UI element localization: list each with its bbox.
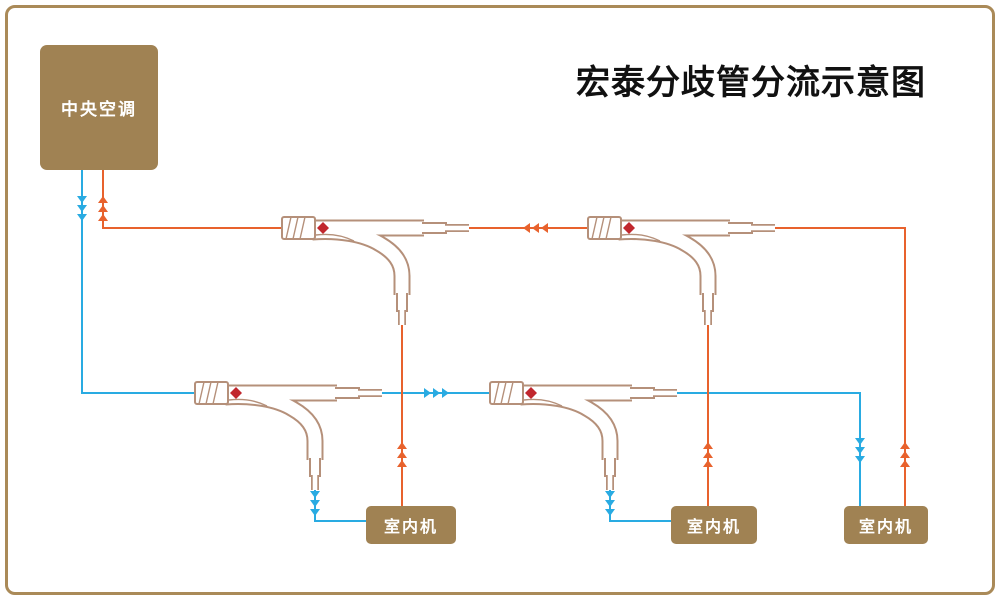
flow-arrows-blue	[77, 196, 865, 516]
branch-pipe-top-left	[282, 217, 469, 325]
blue-line-branch3-to-unit1	[314, 483, 370, 522]
indoor-unit-label-2: 室内机	[686, 519, 741, 536]
indoor-unit-box-2: 室内机	[671, 506, 757, 544]
indoor-unit-label-1: 室内机	[383, 519, 438, 536]
indoor-unit-box-1: 室内机	[366, 506, 456, 544]
blue-line-branch4-to-unit3	[670, 392, 861, 510]
page-title: 宏泰分歧管分流示意图	[576, 64, 926, 102]
arrow-down-to-unit3-icon	[855, 438, 865, 463]
central-ac-label: 中央空调	[61, 100, 137, 119]
arrow-down-from-source-icon	[77, 196, 87, 221]
orange-line-source-to-branch1	[102, 165, 290, 229]
indoor-unit-label-3: 室内机	[858, 519, 913, 536]
central-ac-box: 中央空调	[40, 45, 158, 170]
blue-line-branch4-to-unit2	[609, 483, 675, 522]
indoor-unit-box-3: 室内机	[844, 506, 928, 544]
arrow-down-to-unit1-icon	[310, 491, 320, 516]
arrow-up-from-unit2-icon	[703, 442, 713, 467]
arrow-up-from-unit3-icon	[900, 442, 910, 467]
flow-arrows-orange	[98, 196, 910, 467]
orange-line-branch2-to-unit3	[768, 227, 906, 510]
blue-line-source-to-branch3	[81, 165, 205, 394]
arrow-down-to-unit2-icon	[605, 491, 615, 516]
branch-pipe-top-right	[588, 217, 775, 325]
arrow-up-from-unit1-icon	[397, 442, 407, 467]
gas-lines-orange	[102, 165, 906, 510]
branch-pipe-bottom-left	[195, 382, 382, 490]
branch-pipe-bottom-middle	[490, 382, 677, 490]
liquid-lines-blue	[81, 165, 861, 522]
arrow-up-to-source-icon	[98, 196, 108, 221]
arrow-left-top-row-icon	[523, 223, 548, 233]
arrow-right-bottom-row-icon	[424, 388, 449, 398]
